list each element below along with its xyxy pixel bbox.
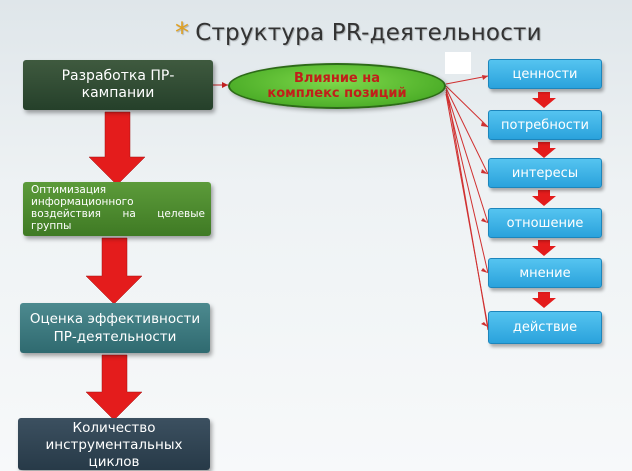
box-action-label: действие xyxy=(512,320,578,335)
box-interests-label: интересы xyxy=(511,165,579,181)
down-arrow-3 xyxy=(85,354,143,421)
box-attitude: отношение xyxy=(488,208,602,238)
box-campaign-development: Разработка ПР- кампании xyxy=(23,60,213,110)
fan-line-2 xyxy=(445,85,489,128)
box-attitude-label: отношение xyxy=(506,215,584,231)
page-title: *Структура PR-деятельности xyxy=(175,14,542,49)
box-opinion: мнение xyxy=(488,258,602,288)
box-efficiency-evaluation: Оценка эффективности ПР-деятельности xyxy=(20,303,210,353)
connector-b1-oval-head xyxy=(222,82,228,88)
center-oval: Влияние на комплекс позиций xyxy=(228,63,446,109)
box-action: действие xyxy=(488,311,602,344)
box-optimization: Оптимизация информационного воздействия … xyxy=(23,182,211,236)
box-opinion-label: мнение xyxy=(519,265,571,281)
box-efficiency-evaluation-label: Оценка эффективности ПР-деятельности xyxy=(29,311,201,345)
down-arrow-1 xyxy=(88,111,146,186)
white-square xyxy=(445,52,471,74)
box-values-label: ценности xyxy=(512,66,578,82)
box-values: ценности xyxy=(488,59,602,89)
down-arrow-2 xyxy=(85,237,143,305)
box-optimization-label: Оптимизация информационного воздействия … xyxy=(31,184,205,232)
fan-line-7 xyxy=(447,95,489,331)
box-needs: потребности xyxy=(488,110,602,140)
small-arrow-2 xyxy=(532,142,556,158)
fan-line-3 xyxy=(445,87,489,175)
box-interests: интересы xyxy=(488,158,602,188)
fan-line-4 xyxy=(445,89,489,224)
small-arrow-3 xyxy=(532,190,556,206)
small-arrow-1 xyxy=(532,92,556,108)
center-oval-label: Влияние на комплекс позиций xyxy=(267,71,407,101)
title-text: Структура PR-деятельности xyxy=(195,20,542,46)
fan-line-1 xyxy=(445,75,489,85)
box-cycles-count-label: Количество инструментальных циклов xyxy=(45,420,183,470)
box-cycles-count: Количество инструментальных циклов xyxy=(18,418,210,470)
small-arrow-4 xyxy=(532,240,556,256)
small-arrow-5 xyxy=(532,292,556,308)
title-star: * xyxy=(175,16,190,49)
box-needs-label: потребности xyxy=(501,117,589,133)
box-campaign-development-label: Разработка ПР- кампании xyxy=(61,68,175,101)
fan-line-5 xyxy=(445,91,489,274)
